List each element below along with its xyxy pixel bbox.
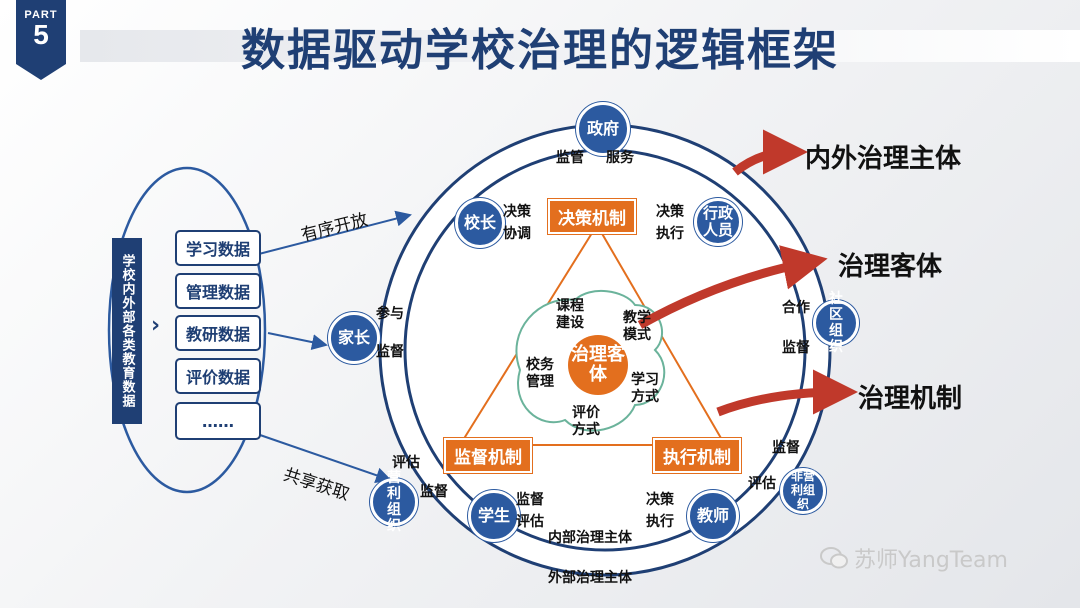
rel-teacher-decide: 决策 xyxy=(646,492,674,508)
data-item-learning: 学习数据 xyxy=(175,230,261,266)
chevron-right-icon: › xyxy=(151,313,161,338)
rel-parent-participate: 参与 xyxy=(376,306,404,322)
mechanism-decision: 决策机制 xyxy=(548,199,636,234)
badge-number: 5 xyxy=(33,19,49,50)
node-forprofit-org: 营利组织 xyxy=(370,470,418,534)
node-student: 学生 xyxy=(468,490,520,542)
node-admin-staff: 行政人员 xyxy=(694,198,742,246)
page-title: 数据驱动学校治理的逻辑框架 xyxy=(241,25,839,76)
object-evaluation: 评价方式 xyxy=(572,405,600,438)
rel-nonprofit-evaluate: 评估 xyxy=(748,476,776,492)
title-bar xyxy=(80,30,1080,62)
rel-gov-supervise: 监管 xyxy=(556,150,584,166)
subject-arrow xyxy=(732,129,808,176)
part-badge: PART 5 xyxy=(16,0,66,80)
data-ellipse xyxy=(107,166,267,494)
rel-student-evaluate: 评估 xyxy=(516,514,544,530)
rel-forprofit-supervise: 监督 xyxy=(420,484,448,500)
data-item-evaluation: 评价数据 xyxy=(175,358,261,394)
rel-teacher-execute: 执行 xyxy=(646,514,674,530)
object-course: 课程建设 xyxy=(556,298,584,331)
rel-parent-supervise: 监督 xyxy=(376,344,404,360)
rel-principal-coordinate: 协调 xyxy=(503,226,531,242)
outer-subject-label: 外部治理主体 xyxy=(548,570,632,586)
share-arrow xyxy=(259,434,392,483)
mechanism-supervise: 监督机制 xyxy=(444,438,532,473)
badge-part-label: PART xyxy=(24,9,58,21)
rel-forprofit-evaluate: 评估 xyxy=(392,455,420,471)
node-parent: 家长 xyxy=(328,312,380,364)
rel-admin-execute: 执行 xyxy=(656,226,684,242)
rel-community-supervise: 监督 xyxy=(782,340,810,356)
label-governance-object: 治理客体 xyxy=(838,252,943,282)
mechanism-execute: 执行机制 xyxy=(653,438,741,473)
rel-student-supervise: 监督 xyxy=(516,492,544,508)
watermark: 苏师YangTeam xyxy=(820,542,1008,574)
label-governance-mechanism: 治理机制 xyxy=(858,384,963,414)
data-item-more: …… xyxy=(175,402,261,440)
parent-arrow xyxy=(267,332,328,350)
node-government: 政府 xyxy=(576,102,630,156)
node-teacher: 教师 xyxy=(687,490,739,542)
object-affairs: 校务管理 xyxy=(526,357,554,390)
open-arrow xyxy=(254,210,412,256)
data-vertical-label: 学校内外部各类教育数据 xyxy=(112,238,142,424)
node-principal: 校长 xyxy=(455,198,505,248)
rel-gov-service: 服务 xyxy=(606,150,634,166)
data-item-management: 管理数据 xyxy=(175,273,261,309)
rel-admin-decide: 决策 xyxy=(656,204,684,220)
object-learning: 学习方式 xyxy=(631,372,659,405)
rel-principal-decide: 决策 xyxy=(503,204,531,220)
rel-community-cooperate: 合作 xyxy=(782,300,810,316)
node-community-org: 社区组织 xyxy=(813,291,859,355)
rel-nonprofit-supervise: 监督 xyxy=(772,440,800,456)
wechat-icon xyxy=(820,547,848,569)
inner-subject-label: 内部治理主体 xyxy=(548,530,632,546)
label-governance-subject: 内外治理主体 xyxy=(805,144,962,174)
core-governance-object: 治理客体 xyxy=(568,335,628,395)
object-arrow xyxy=(637,245,828,329)
node-nonprofit-org: 非营利组织 xyxy=(780,468,826,514)
data-item-research: 教研数据 xyxy=(175,315,261,351)
object-teaching: 教学模式 xyxy=(623,310,651,343)
mechanism-arrow xyxy=(716,369,858,417)
watermark-text: 苏师YangTeam xyxy=(854,548,1008,573)
